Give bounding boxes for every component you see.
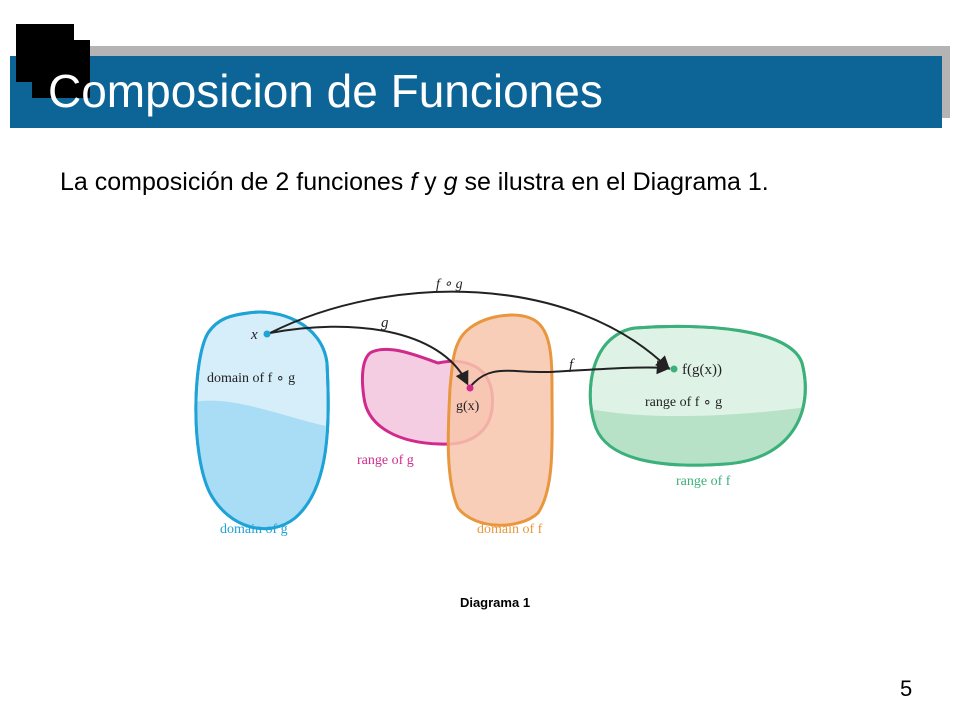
label-x: x bbox=[250, 327, 258, 343]
slide-number: 5 bbox=[900, 676, 913, 701]
arrow-g bbox=[269, 325, 469, 386]
label-gx: g(x) bbox=[456, 399, 480, 414]
label-arrow-f: f bbox=[569, 357, 575, 373]
point-x bbox=[263, 330, 271, 338]
body-var-f: f bbox=[410, 168, 418, 196]
title-bar bbox=[10, 56, 942, 128]
label-range-f: range of f bbox=[676, 474, 731, 489]
domain-f-shape bbox=[446, 313, 554, 527]
label-range-g: range of g bbox=[357, 453, 414, 468]
diagram-caption: Diagrama 1 bbox=[459, 595, 531, 610]
label-arrow-f-composed-g: f ∘ g bbox=[436, 277, 463, 292]
arrow-f bbox=[469, 360, 671, 388]
domain-g-shade bbox=[195, 400, 329, 529]
label-arrow-g: g bbox=[381, 315, 389, 331]
slide-body-text: La composición de 2 funciones f y g se i… bbox=[60, 164, 820, 200]
label-fgx: f(g(x)) bbox=[682, 362, 722, 378]
body-text-part-2: y bbox=[417, 168, 444, 196]
decorative-square-front bbox=[32, 40, 90, 98]
label-domain-fg: domain of f ∘ g bbox=[207, 371, 295, 386]
body-var-g: g bbox=[443, 168, 458, 196]
point-fgx bbox=[670, 365, 678, 373]
label-domain-f: domain of f bbox=[477, 522, 543, 537]
point-gx bbox=[466, 384, 474, 392]
slide-title: Composicion de Funciones bbox=[48, 65, 603, 117]
label-domain-g: domain of g bbox=[220, 522, 288, 537]
arrow-f-composed-g bbox=[269, 290, 671, 370]
label-range-fg: range of f ∘ g bbox=[645, 395, 722, 410]
body-text-part-1: La composición de 2 funciones bbox=[60, 168, 411, 196]
body-text-part-3: se ilustra en el Diagrama 1. bbox=[457, 168, 769, 196]
range-f-shade bbox=[590, 406, 806, 466]
composition-diagram: f ∘ g g f x g(x) f(g(x)) domain of f ∘ g… bbox=[194, 277, 807, 537]
